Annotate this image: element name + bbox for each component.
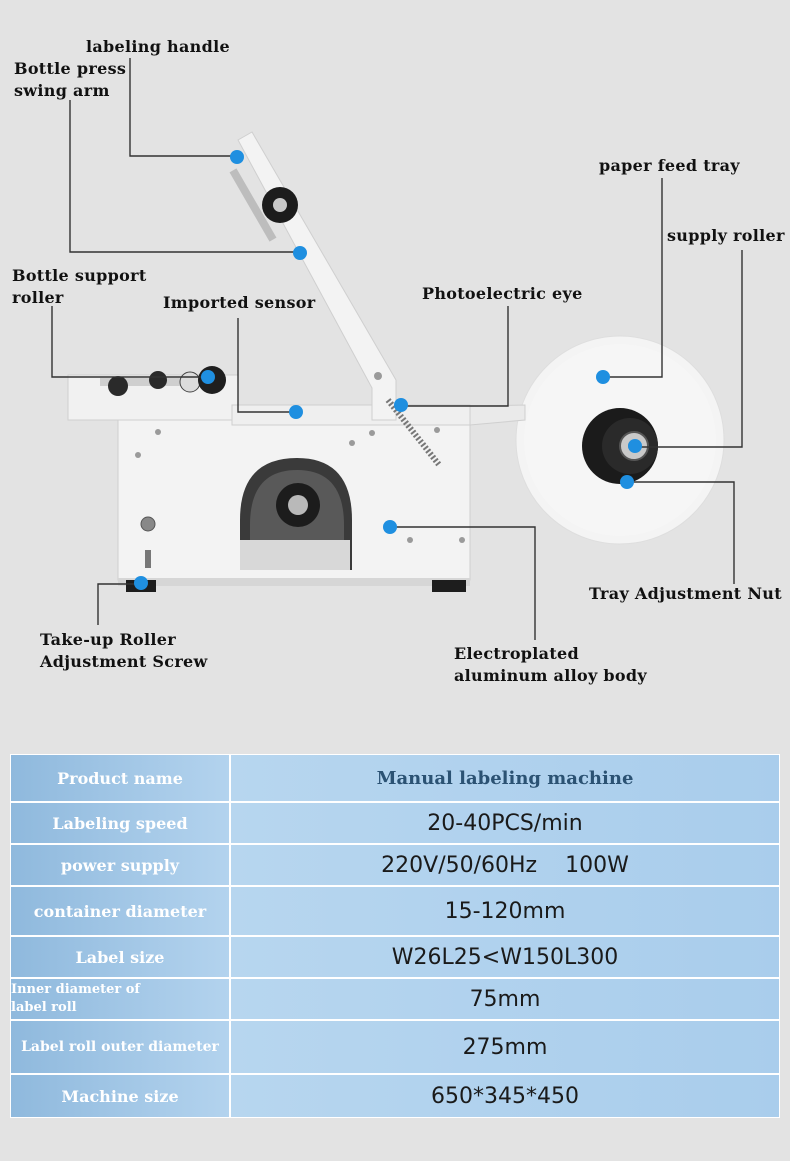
spec-row-inner-diameter: Inner diameter of label roll 75mm xyxy=(10,978,780,1020)
callout-labeling-handle: labeling handle xyxy=(86,37,230,56)
marker-imported-sensor xyxy=(289,405,303,419)
spec-row-label-size: Label size W26L25<W150L300 xyxy=(10,936,780,978)
spec-table: Product name Manual labeling machine Lab… xyxy=(10,754,780,1118)
callout-imported-sensor: Imported sensor xyxy=(163,293,316,312)
marker-takeup-screw xyxy=(134,576,148,590)
spec-row-container-diameter: container diameter 15-120mm xyxy=(10,886,780,936)
spec-value: W26L25<W150L300 xyxy=(230,936,780,978)
callout-tray-adjustment-nut: Tray Adjustment Nut xyxy=(589,584,782,603)
swing-arm xyxy=(229,131,397,421)
callout-markers xyxy=(134,150,642,590)
spec-label: Labeling speed xyxy=(10,802,230,844)
spec-label: container diameter xyxy=(10,886,230,936)
marker-paper-feed-tray xyxy=(596,370,610,384)
machine-diagram xyxy=(51,58,743,640)
supply-roller-hub xyxy=(582,408,658,484)
spec-row-power-supply: power supply 220V/50/60Hz 100W xyxy=(10,844,780,886)
spec-row-outer-diameter: Label roll outer diameter 275mm xyxy=(10,1020,780,1074)
spec-row-labeling-speed: Labeling speed 20-40PCS/min xyxy=(10,802,780,844)
spec-label: Label roll outer diameter xyxy=(10,1020,230,1074)
spec-value: 275mm xyxy=(230,1020,780,1074)
spec-label: Machine size xyxy=(10,1074,230,1118)
marker-bottle-support-roller xyxy=(201,370,215,384)
spec-row-machine-size: Machine size 650*345*450 xyxy=(10,1074,780,1118)
marker-labeling-handle xyxy=(230,150,244,164)
callout-bottle-support-roller: Bottle support roller xyxy=(12,266,147,307)
callout-paper-feed-tray: paper feed tray xyxy=(599,156,740,175)
spec-value: Manual labeling machine xyxy=(230,754,780,802)
marker-swing-arm xyxy=(293,246,307,260)
spec-label: Inner diameter of label roll xyxy=(10,978,230,1020)
spec-value: 75mm xyxy=(230,978,780,1020)
spec-row-product-name: Product name Manual labeling machine xyxy=(10,754,780,802)
marker-tray-adjustment-nut xyxy=(620,475,634,489)
callout-bottle-press-swing-arm: Bottle press swing arm xyxy=(14,59,127,100)
spec-value: 15-120mm xyxy=(230,886,780,936)
callout-supply-roller: supply roller xyxy=(667,226,785,245)
marker-photoelectric-eye xyxy=(394,398,408,412)
marker-body xyxy=(383,520,397,534)
spec-label: Label size xyxy=(10,936,230,978)
leader-lines xyxy=(51,58,743,640)
callout-takeup-roller-screw: Take-up Roller Adjustment Screw xyxy=(40,630,208,671)
spec-value: 220V/50/60Hz 100W xyxy=(230,844,780,886)
spec-label: power supply xyxy=(10,844,230,886)
spec-label: Product name xyxy=(10,754,230,802)
callout-body: Electroplated aluminum alloy body xyxy=(454,644,647,685)
marker-supply-roller xyxy=(628,439,642,453)
spec-value: 650*345*450 xyxy=(230,1074,780,1118)
spec-value: 20-40PCS/min xyxy=(230,802,780,844)
callout-photoelectric-eye: Photoelectric eye xyxy=(422,284,583,303)
machine-body xyxy=(67,374,471,592)
